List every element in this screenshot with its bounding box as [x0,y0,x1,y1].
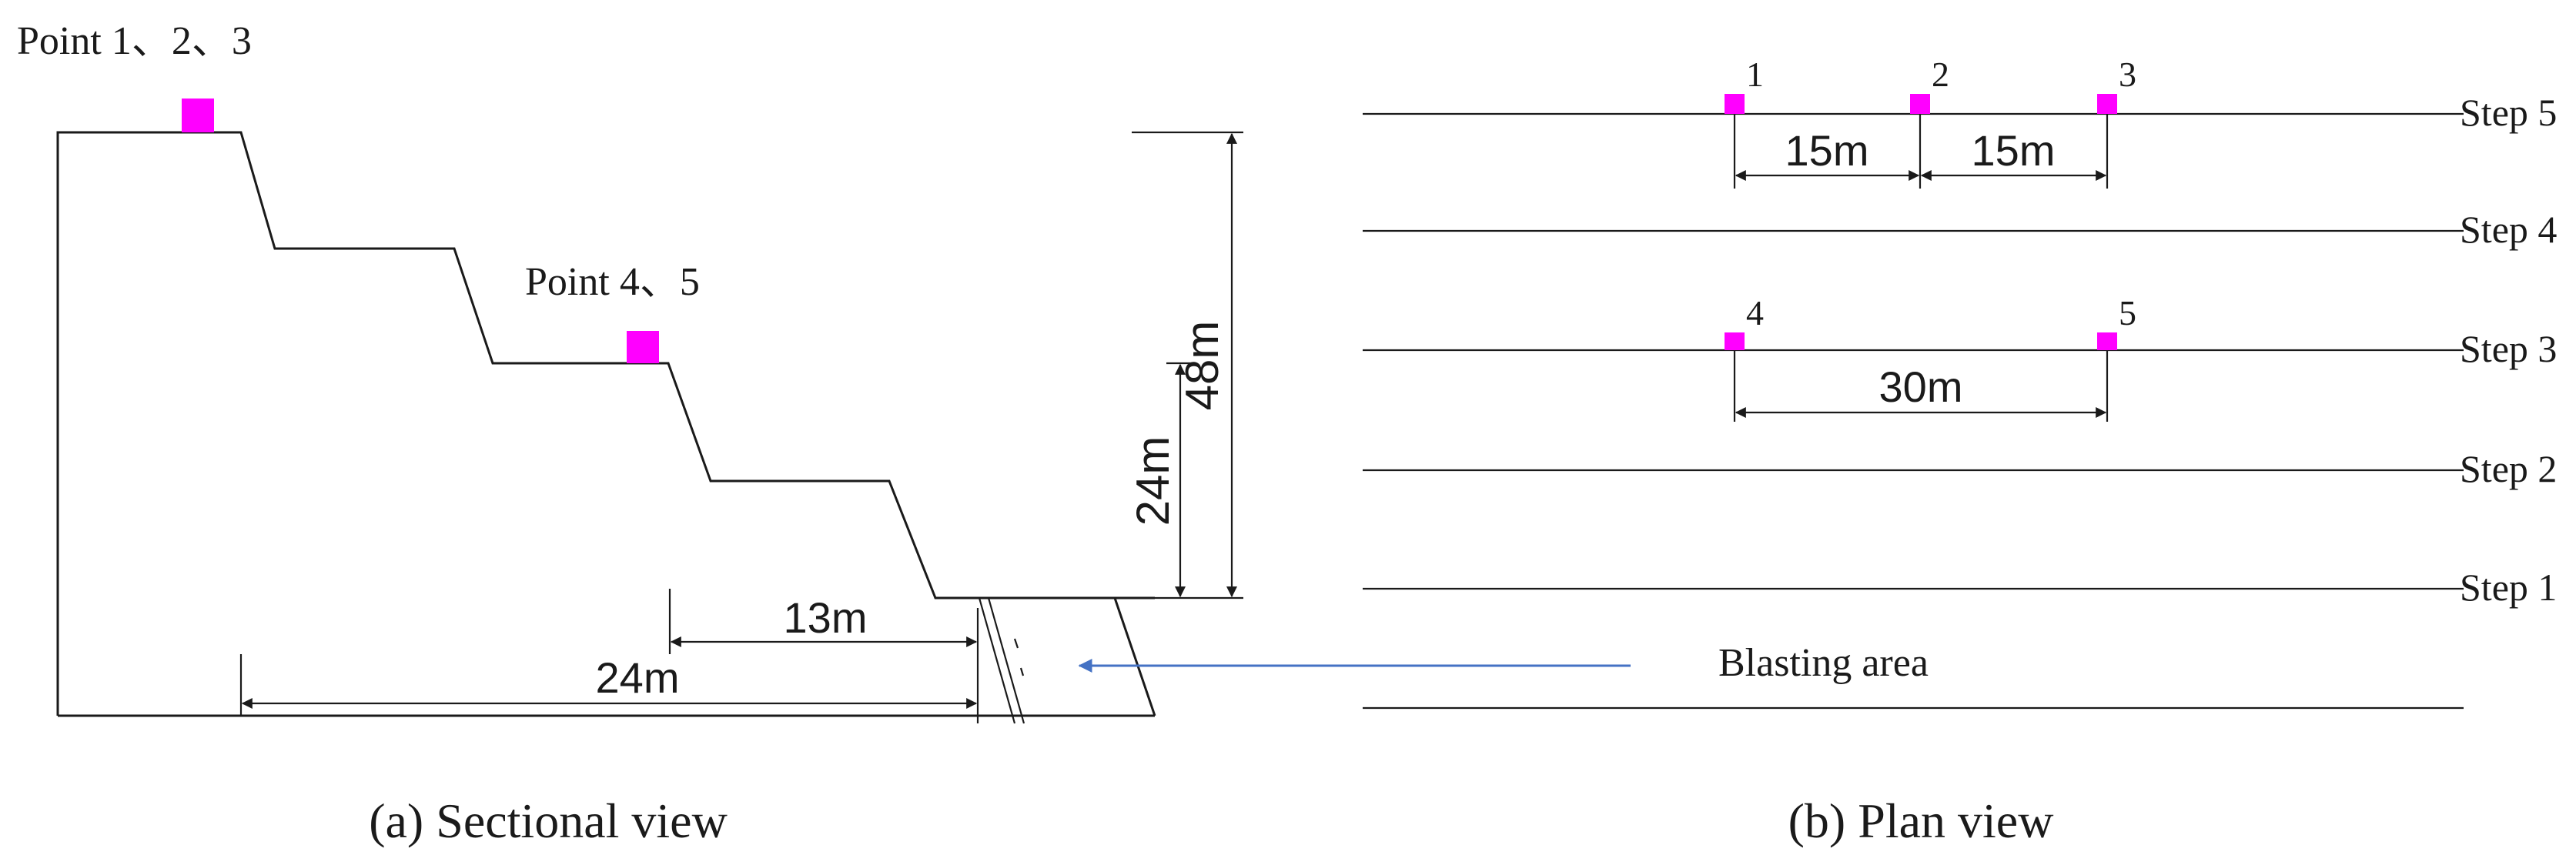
plan-point-3-marker [2097,94,2117,114]
point-marker-middle [627,331,659,363]
plan-point-4-label: 4 [1746,293,1764,332]
dim-48m-label: 48m [1176,321,1228,411]
step-4-label: Step 4 [2460,208,2557,251]
dim-13m-label: 13m [784,593,868,642]
blasting-zone-line-1 [978,597,1016,724]
label-points-45: Point 4、5 [525,260,700,304]
step-2-label: Step 2 [2460,447,2557,490]
blasting-zone-line-2 [987,597,1025,724]
sectional-view: Point 1、2、3 Point 4、5 48m 24m 13m 24m (a… [17,19,1243,848]
dim-15m-left-label: 15m [1785,126,1869,175]
step-3-label: Step 3 [2460,327,2557,370]
blasting-area-label: Blasting area [1718,641,1929,685]
dim-30m-label: 30m [1879,362,1963,411]
blasting-zone-tick-1 [1013,638,1019,649]
plan-view: Step 5 Step 4 Step 3 Step 2 Step 1 1 2 3… [1363,55,2557,848]
plan-point-3-label: 3 [2119,55,2136,94]
dim-15m-right-label: 15m [1972,126,2056,175]
blasting-zone-tick-2 [1019,667,1025,676]
plan-point-5-label: 5 [2119,293,2136,332]
label-points-123: Point 1、2、3 [17,19,252,63]
plan-point-5-marker [2097,332,2117,350]
plan-point-2-label: 2 [1932,55,1949,94]
caption-sectional: (a) Sectional view [369,793,728,848]
point-marker-top [182,99,214,132]
plan-point-4-marker [1725,332,1745,350]
dim-24m-horizontal-label: 24m [596,653,680,702]
slope-profile [56,131,1155,716]
dim-24m-vertical-label: 24m [1127,436,1179,526]
plan-point-2-marker [1910,94,1930,114]
step-1-label: Step 1 [2460,566,2557,609]
blasting-zone-edge [1113,597,1156,716]
step-5-label: Step 5 [2460,91,2557,134]
plan-point-1-label: 1 [1746,55,1764,94]
caption-plan: (b) Plan view [1788,793,2054,848]
plan-point-1-marker [1725,94,1745,114]
